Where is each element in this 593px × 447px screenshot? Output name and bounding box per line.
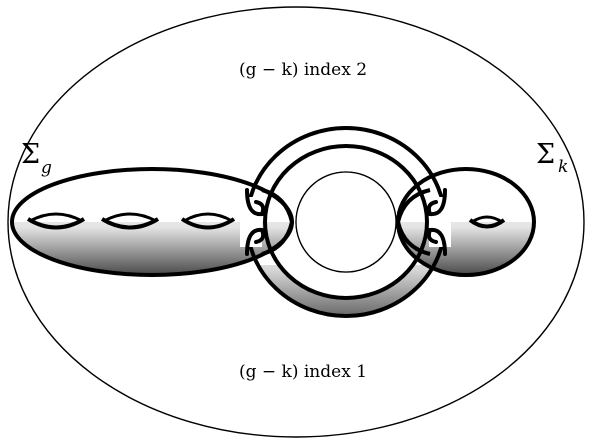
- svg-text:g: g: [41, 158, 52, 178]
- sigma-g-shading: [12, 222, 292, 275]
- label-sigma-g: Σ g: [21, 139, 52, 178]
- sigma-g-handle-1: [26, 212, 86, 230]
- band-shading: [258, 265, 434, 316]
- sigma-g-handle-2: [100, 212, 160, 230]
- right-upper-hook: [426, 188, 447, 217]
- sigma-g-handle-3: [180, 212, 236, 230]
- sigma-k-handle: [468, 215, 506, 229]
- left-upper-hook: [245, 188, 266, 217]
- left-lower-hook: [245, 227, 266, 256]
- band-inner-arc: [263, 144, 429, 300]
- label-sigma-k: Σ k: [536, 139, 568, 177]
- svg-text:Σ: Σ: [536, 139, 555, 170]
- label-index-1: (g − k) index 1: [239, 362, 367, 382]
- outer-boundary: [7, 6, 585, 438]
- svg-text:k: k: [558, 157, 568, 177]
- label-index-2: (g − k) index 2: [239, 60, 367, 80]
- right-lower-hook: [426, 227, 447, 256]
- svg-text:Σ: Σ: [21, 139, 40, 170]
